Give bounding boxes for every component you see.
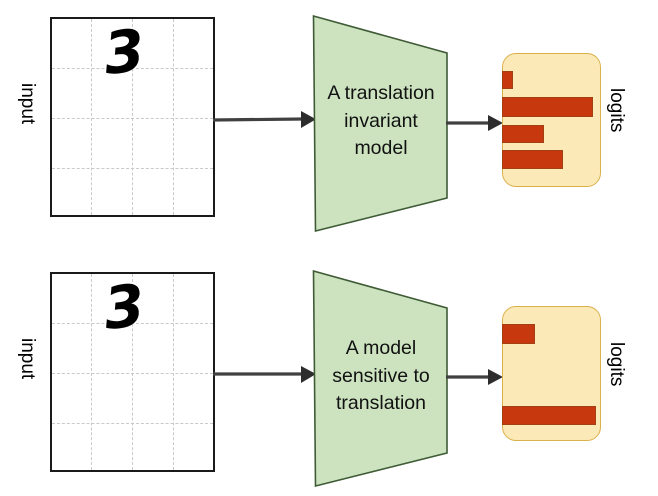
- grid-line-vertical: [173, 274, 174, 470]
- grid-line-vertical: [91, 19, 92, 215]
- logit-bar: [502, 324, 535, 344]
- model-label-line: translation: [336, 392, 426, 415]
- arrow-model-to-logits-row1: [446, 110, 504, 136]
- input-label-row1: input: [17, 83, 38, 125]
- model-label-line: invariant: [344, 109, 418, 132]
- trapezoid-shape: [312, 269, 448, 488]
- grid-line-vertical: [91, 274, 92, 470]
- grid-line-horizontal: [52, 423, 213, 424]
- arrow-input-to-model-row2: [213, 361, 317, 387]
- input-panel-row1: 3: [50, 16, 215, 217]
- model-label-row2: A model sensitive to translation: [310, 335, 452, 418]
- logit-bar: [502, 406, 596, 425]
- input-label-row2: input: [17, 338, 38, 380]
- model-label-row1: A translation invariant model: [310, 80, 452, 163]
- model-block-row1: A translation invariant model: [310, 12, 452, 234]
- model-block-row2: A model sensitive to translation: [310, 267, 452, 489]
- arrow-input-to-model-row1: [212, 106, 317, 132]
- grid-line-horizontal: [52, 118, 213, 119]
- logit-bar: [502, 125, 544, 143]
- grid-line-horizontal: [52, 168, 213, 169]
- logit-bar: [502, 71, 513, 89]
- grid-line-horizontal: [52, 68, 213, 69]
- model-label-line: A translation: [327, 82, 435, 104]
- trapezoid-shape: [312, 14, 448, 233]
- input-digit-row2: 3: [100, 271, 148, 343]
- logit-bar: [502, 97, 593, 117]
- model-label-line: model: [354, 137, 408, 160]
- grid-line-horizontal: [52, 373, 213, 374]
- grid-line-horizontal: [52, 323, 213, 324]
- input-panel-row2: 3: [50, 271, 215, 472]
- logits-box-row1: [502, 53, 601, 187]
- grid-line-vertical: [173, 19, 174, 215]
- grid-line-vertical: [132, 274, 133, 470]
- logits-label-row1: logits: [606, 88, 627, 133]
- model-label-line: sensitive to: [332, 364, 430, 387]
- arrow-model-to-logits-row2: [446, 364, 504, 390]
- logits-label-row2: logits: [606, 342, 627, 387]
- grid-line-vertical: [132, 19, 133, 215]
- logits-box-row2: [502, 306, 601, 441]
- input-digit-row1: 3: [100, 16, 148, 88]
- model-label-line: A model: [345, 337, 417, 359]
- logit-bar: [502, 150, 563, 169]
